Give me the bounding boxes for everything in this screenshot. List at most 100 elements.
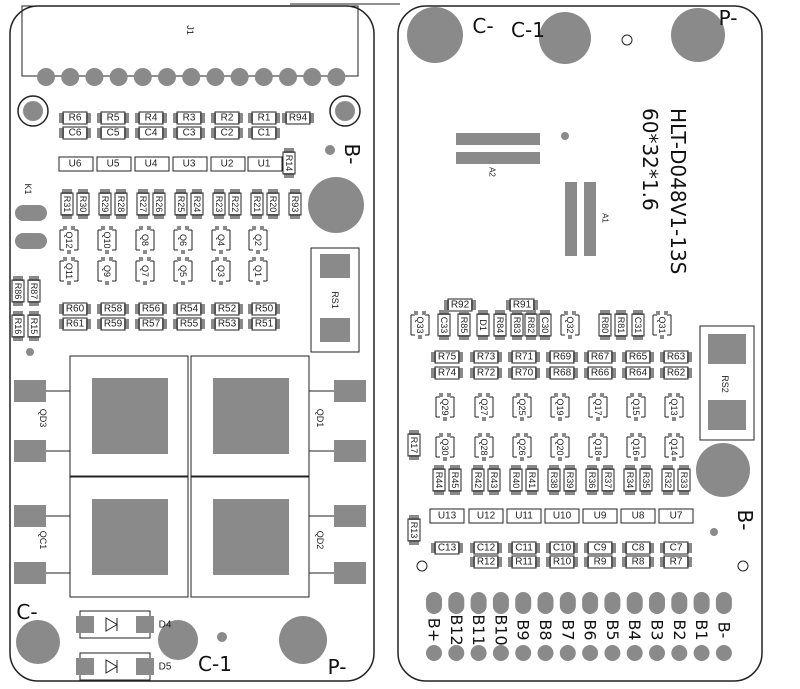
right-r-bottom-pad-b [535,557,540,567]
right-q-row2-pin-2 [562,433,566,437]
right-q-row2-pin-3 [596,457,600,461]
left-r86-body [11,279,25,303]
right-r83: R83 [512,317,522,334]
left-qd1-label: QD1 [315,409,325,428]
right-r13-body [407,518,421,542]
left-u-outline [134,156,170,172]
left-c-top-pad-a [97,128,102,138]
right-q-row2-pin-1 [439,433,443,437]
left-r-row2-pad-a [248,319,253,329]
right-r-pair-body [471,468,485,492]
right-c-row: C8 [632,543,645,554]
right-r-pair-pad-a [511,465,521,470]
left-r-pair: R31 [62,196,72,213]
left-r-top-pad-b [124,113,129,123]
right-q-row2-pin-1 [516,433,520,437]
right-u-label: U7 [670,511,683,522]
right-r-row1-pad-b [611,352,616,362]
right-c30-body [538,313,552,337]
right-r82-pad-b [526,335,536,340]
right-bottom-pad [470,592,487,614]
right-bottom-pad-round [604,645,621,661]
right-r-bottom-pad-a [622,557,627,567]
right-r-row2-pad-a [431,368,436,378]
left-b-minus-label: B- [340,144,364,165]
left-c-minus-pad [16,620,60,664]
left-r-pair: R29 [100,196,110,213]
right-bottom-pad [559,592,576,614]
right-u-label: U13 [438,511,457,522]
left-via [217,632,227,642]
right-r80-pad-b [600,335,610,340]
right-fiducial-bl [416,560,428,572]
right-c31: C31 [633,317,643,334]
right-q-row2-pin-2 [600,433,604,437]
left-u-outline [58,156,94,172]
left-r-row1-pad-a [59,304,64,314]
right-q-row2: Q18 [593,438,603,455]
left-c-top: C1 [258,128,271,139]
right-q-row1-pin-2 [638,393,642,397]
left-r-pair-pad-b [214,214,224,219]
right-u-label: U9 [594,511,607,522]
right-r-pair-pad-a [450,465,460,470]
right-c-row: C13 [438,543,457,554]
left-r-row2-pad-b [124,319,129,329]
right-r13-pad-a [409,515,419,520]
right-a1-label: A1 [601,213,610,223]
right-c31-pad-b [633,335,643,340]
right-pad-label: B10 [491,614,510,645]
left-r-pair-pad-a [116,189,126,194]
left-r-pair-pad-a [214,189,224,194]
right-pad-label: B3 [648,619,667,640]
left-r94-pad-a [282,113,287,123]
left-c-top-pad-a [248,128,253,138]
right-a2-bar-bottom [456,152,540,164]
right-pad-label: B1 [692,619,711,640]
right-rs2-outline [699,325,755,441]
right-q-row2-pin-2 [486,433,490,437]
right-r-row2-body [473,366,499,380]
right-r-bottom-pad-a [584,557,589,567]
right-bottom-pad-round [649,645,665,661]
right-r-bottom-body [587,555,613,569]
left-mosfet-pad [92,378,168,454]
left-r-pair-pad-b [100,214,110,219]
left-q-row1-pin-3 [219,250,223,254]
right-c-row-pad-a [470,543,475,553]
left-fet-lead [334,562,366,584]
left-q-row2-pin-2 [71,257,75,261]
right-u-outline [620,508,656,524]
left-r-row1: R56 [142,304,161,315]
left-r-pair: R93 [290,196,300,213]
left-r-top-body [138,111,164,125]
right-r-bottom-pad-a [546,557,551,567]
right-r-bottom-body [549,555,575,569]
right-r-pair-pad-b [587,490,597,495]
right-q-row2: Q14 [669,438,679,455]
right-r-bottom-pad-a [508,557,513,567]
left-r-pair-pad-a [78,189,88,194]
left-fet-lead [14,505,46,527]
right-r17-body [407,433,421,457]
left-r-row1-body [251,302,277,316]
left-r94-body [285,111,311,125]
left-c-top-body [176,126,202,140]
left-r-pair-body [60,192,74,216]
right-r-bottom: R12 [477,557,496,568]
left-c-top: C5 [107,128,120,139]
left-r14-pad-a [284,148,294,153]
left-r-row2-pad-b [238,319,243,329]
right-r84-body [493,313,507,337]
left-fet-lead [334,380,366,402]
left-q-row1-pin-1 [63,226,67,230]
right-r92: R92 [451,300,470,311]
left-hole-top-left [17,95,49,127]
right-p-minus-pad [671,8,725,62]
left-q-row2-pin-3 [105,281,109,285]
left-fet-lead [334,505,366,527]
right-r-pair-pad-a [603,465,613,470]
right-r-row2-body [663,366,689,380]
right-r83-body [510,313,524,337]
right-r-bottom-pad-a [660,557,665,567]
